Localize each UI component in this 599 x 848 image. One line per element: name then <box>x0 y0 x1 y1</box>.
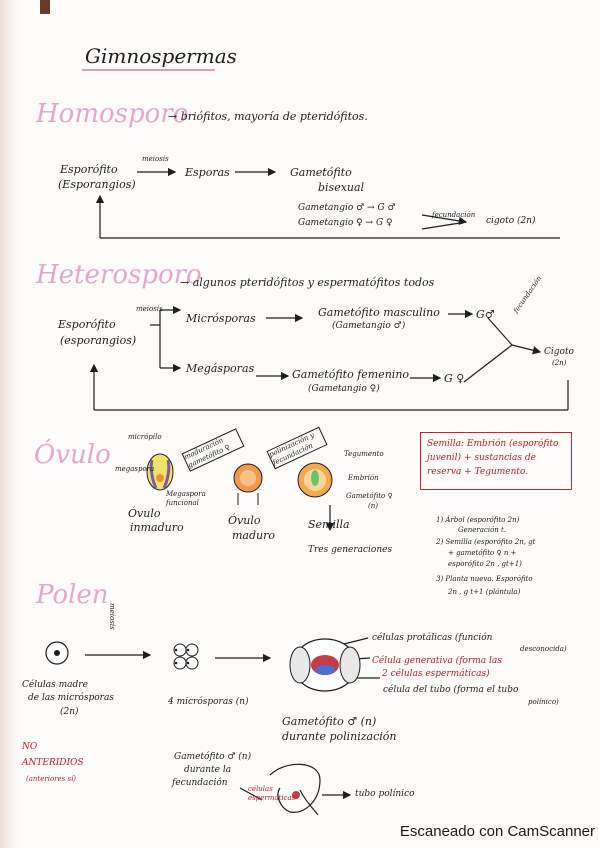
hetero-meiosis: meiosis <box>136 305 163 313</box>
page-edge-shadow <box>0 0 18 848</box>
polen-celulas-madre-2: de las micrósporas <box>28 693 114 703</box>
polen-microsporas: 4 micrósporas (n) <box>168 697 249 707</box>
hetero-gam-fem-sub: (Gametangio ♀) <box>308 384 380 394</box>
homosporo-heading: Homosporo <box>36 99 189 129</box>
polen-meiosis: meiosis <box>108 603 116 630</box>
polen-tubo-polinico: tubo polínico <box>355 789 415 799</box>
top-edge-mark <box>40 0 50 14</box>
polen-esp-cells: células espermáticas <box>248 785 296 802</box>
ovulo-maduro-2: maduro <box>232 529 275 542</box>
ovulo-inmaduro-2: inmaduro <box>130 521 184 534</box>
polen-gam-masc-1: Gametófito ♂ (n) <box>282 715 377 728</box>
ovulo-maduro-1: Óvulo <box>228 514 261 527</box>
heterosporo-desc: → algunos pteridófitos y espermatófitos … <box>180 276 435 289</box>
hetero-microsporas: Micrósporas <box>186 312 256 325</box>
polen-tubo: célula del tubo (forma el tubo <box>383 685 519 695</box>
polen-generativa-2: 2 células espermáticas) <box>382 669 490 679</box>
gen-1b: Generación t. <box>458 526 507 534</box>
homo-bisexual: bisexual <box>318 181 365 194</box>
homosporo-desc: → briófitos, mayoría de pteridófitos. <box>168 110 368 123</box>
polen-gam-fec-3: fecundación <box>172 778 228 788</box>
ovulo-micropilo: micrópilo <box>128 433 162 441</box>
polen-heading: Polen <box>36 580 109 610</box>
gen-3: 3) Planta nueva. Esporófito <box>436 575 533 583</box>
homo-esporangios: (Esporangios) <box>58 178 136 191</box>
gen-2b: + gametófito ♀ n + <box>448 549 517 557</box>
polen-generativa: Célula generativa (forma las <box>372 656 502 666</box>
homo-gametangio-f: Gametangio ♀ → G ♀ <box>298 218 393 228</box>
homo-esporas: Esporas <box>185 166 230 179</box>
semilla-definition-text: Semilla: Embrión (esporófito juvenil) + … <box>427 439 559 477</box>
homo-cigoto: cigoto (2n) <box>486 216 536 226</box>
hetero-gam-masc: Gametófito masculino <box>318 306 440 319</box>
ovulo-tres-gen: Tres generaciones <box>308 545 393 555</box>
ovulo-megaspora: megaspora <box>115 465 155 473</box>
heterosporo-heading: Heterosporo <box>36 260 202 290</box>
polen-celulas-madre-1: Células madre <box>22 680 88 690</box>
hetero-gm: G♂ <box>476 308 495 321</box>
ovulo-tegumento: Tegumento <box>344 450 384 458</box>
gen-2: 2) Semilla (esporófito 2n, gt <box>436 538 536 546</box>
gen-3b: 2n , g t+1 (plántula) <box>448 588 521 596</box>
polen-no: NO <box>22 742 38 752</box>
homo-gametangio-m: Gametangio ♂ → G ♂ <box>298 203 396 213</box>
hetero-gam-masc-sub: (Gametangio ♂) <box>332 321 406 331</box>
polen-protalicas: células protálicas (función <box>372 633 493 643</box>
polen-gam-fec-1: Gametófito ♂ (n) <box>174 752 252 762</box>
polen-celulas-madre-3: (2n) <box>60 707 79 717</box>
ovulo-embrion: Embrión <box>348 474 379 482</box>
hetero-cigoto-n: (2n) <box>552 359 567 367</box>
hetero-cigoto: Cigoto <box>544 347 574 357</box>
hetero-esporofito: Esporófito <box>58 318 116 331</box>
ovulo-semilla: Semilla <box>308 518 350 531</box>
ovulo-heading: Óvulo <box>34 440 111 470</box>
polen-anteriores: (anteriores sí) <box>26 775 77 783</box>
polen-anteridios: ANTERIDIOS <box>22 758 84 768</box>
scanner-watermark: Escaneado con CamScanner <box>399 823 595 840</box>
hetero-gam-fem: Gametófito femenino <box>292 368 410 381</box>
polen-gam-masc-2: durante polinización <box>282 730 397 743</box>
polen-protalicas-2: desconocida) <box>520 645 567 653</box>
polen-tubo-2: polínico) <box>528 698 559 706</box>
homo-fecundacion: fecundación <box>432 211 476 219</box>
page-title: Gimnospermas <box>85 44 237 68</box>
homo-meiosis: meiosis <box>142 155 169 163</box>
gen-2c: esporófito 2n , gt+1) <box>448 560 522 568</box>
ovulo-megaspora-funcional: Megaspora funcional <box>166 490 206 507</box>
hetero-esporangios: (esporangios) <box>60 334 137 347</box>
semilla-definition-box: Semilla: Embrión (esporófito juvenil) + … <box>420 432 572 490</box>
ovulo-gametofito-f: Gametófito ♀ <box>346 492 393 500</box>
hetero-megasporas: Megásporas <box>186 362 255 375</box>
homo-gametofito: Gametófito <box>290 166 352 179</box>
ovulo-inmaduro-1: Óvulo <box>128 507 161 520</box>
gen-1: 1) Árbol (esporófito 2n) <box>436 516 520 524</box>
hetero-gf: G ♀ <box>444 372 465 385</box>
ovulo-gametofito-n: (n) <box>368 502 378 510</box>
polen-gam-fec-2: durante la <box>184 765 232 775</box>
homo-esporofito: Esporófito <box>60 163 118 176</box>
